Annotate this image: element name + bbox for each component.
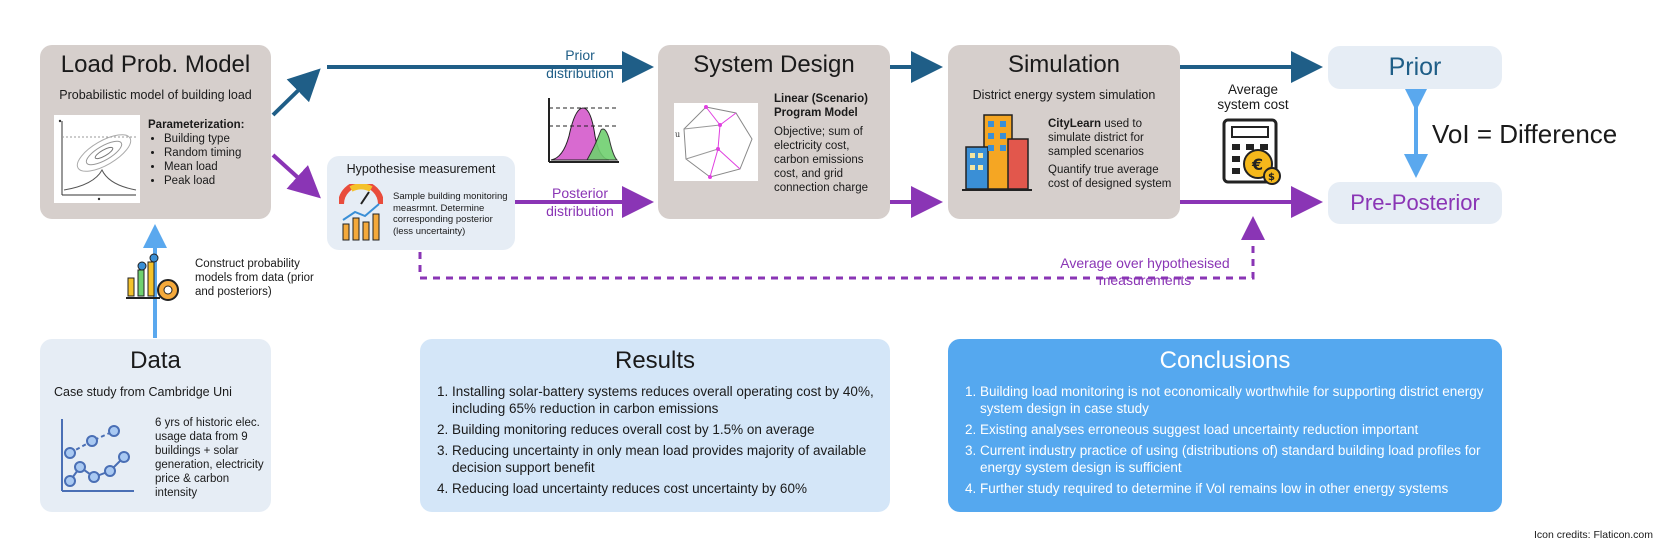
parameterization: Parameterization: Building type Random t… xyxy=(148,118,268,188)
svg-text:€: € xyxy=(1251,155,1263,174)
results-box: Results Installing solar-battery systems… xyxy=(420,339,890,512)
gauge-chart-icon xyxy=(338,181,384,242)
gear-chart-icon xyxy=(124,252,184,308)
simulation-box: Simulation District energy system simula… xyxy=(948,45,1180,219)
conclusions-list: Building load monitoring is not economic… xyxy=(962,383,1496,501)
line-chart-icon xyxy=(58,415,138,495)
polytope-icon: u xyxy=(674,103,758,181)
posterior-distribution-label: Posterior distribution xyxy=(546,185,614,219)
param-list: Building type Random timing Mean load Pe… xyxy=(148,132,268,188)
conclusions-item: Further study required to determine if V… xyxy=(980,480,1496,497)
system-design-box: System Design u Linear (Scenario) Progra… xyxy=(658,45,890,219)
conclusions-box: Conclusions Building load monitoring is … xyxy=(948,339,1502,512)
average-system-cost-label: Average system cost xyxy=(1217,82,1289,112)
preposterior-output-label: Pre-Posterior xyxy=(1350,190,1480,215)
system-design-text: Objective; sum of electricity cost, carb… xyxy=(774,126,868,194)
data-title: Data xyxy=(130,347,181,374)
citylearn-rest: used to simulate district for sampled sc… xyxy=(1048,118,1144,158)
arrow-model-to-prior xyxy=(271,68,321,117)
data-box: Data Case study from Cambridge Uni 6 yrs… xyxy=(40,339,271,512)
preposterior-output-box: Pre-Posterior xyxy=(1328,182,1502,224)
dashed-average-loop xyxy=(418,216,1265,280)
svg-text:u: u xyxy=(675,130,680,139)
conclusions-item: Existing analyses erroneous suggest load… xyxy=(980,421,1496,438)
param-item: Peak load xyxy=(164,174,268,188)
cost-calculator-icon: € $ xyxy=(1222,118,1284,186)
prior-output-label: Prior xyxy=(1388,53,1442,81)
results-item: Installing solar-battery systems reduces… xyxy=(452,383,882,417)
load-model-title: Load Prob. Model xyxy=(60,51,251,78)
prior-distribution-label: Prior distribution xyxy=(546,47,614,81)
load-model-subtitle: Probabilistic model of building load xyxy=(59,88,252,102)
conclusions-item: Current industry practice of using (dist… xyxy=(980,442,1496,476)
results-item: Building monitoring reduces overall cost… xyxy=(452,421,882,438)
results-title: Results xyxy=(614,347,696,374)
system-design-title: System Design xyxy=(693,51,855,78)
city-buildings-icon xyxy=(962,113,1032,193)
results-item: Reducing uncertainty in only mean load p… xyxy=(452,442,882,476)
construct-models-text: Construct probability models from data (… xyxy=(195,258,314,298)
simulation-quantify-text: Quantify true average cost of designed s… xyxy=(1048,164,1172,190)
simulation-citylearn-text: CityLearn used to simulate district for … xyxy=(1048,117,1176,159)
citylearn-name: CityLearn xyxy=(1048,118,1102,130)
hypothesise-box: Hypothesise measurement Sample building … xyxy=(327,156,515,250)
load-model-box: Load Prob. Model Probabilistic model of … xyxy=(40,45,271,219)
simulation-title: Simulation xyxy=(1007,51,1121,78)
conclusions-item: Building load monitoring is not economic… xyxy=(980,383,1496,417)
data-text: 6 yrs of historic elec. usage data from … xyxy=(155,417,264,499)
results-item: Reducing load uncertainty reduces cost u… xyxy=(452,480,882,497)
simulation-subtitle: District energy system simulation xyxy=(972,88,1156,102)
average-over-measurements-label: Average over hypothesised measurements xyxy=(1060,255,1230,288)
icon-credits: Icon credits: Flaticon.com xyxy=(1533,529,1653,541)
scatter-plot-icon xyxy=(54,115,140,203)
hypothesise-title: Hypothesise measurement xyxy=(346,162,496,176)
results-list: Installing solar-battery systems reduces… xyxy=(434,383,882,501)
conclusions-title: Conclusions xyxy=(1159,347,1291,374)
param-item: Mean load xyxy=(164,160,268,174)
system-design-model-title: Linear (Scenario) Program Model xyxy=(774,93,868,119)
data-subtitle: Case study from Cambridge Uni xyxy=(54,385,232,399)
param-title: Parameterization: xyxy=(148,119,245,131)
voi-difference-label: VoI = Difference xyxy=(1432,119,1618,149)
param-item: Random timing xyxy=(164,146,268,160)
param-item: Building type xyxy=(164,132,268,146)
hypothesise-text: Sample building monitoring measrmnt. Det… xyxy=(393,191,508,237)
prior-output-box: Prior xyxy=(1328,46,1502,89)
arrow-model-to-hypothesise xyxy=(271,153,321,199)
distribution-plot-icon xyxy=(543,96,623,168)
svg-text:$: $ xyxy=(1268,172,1275,183)
